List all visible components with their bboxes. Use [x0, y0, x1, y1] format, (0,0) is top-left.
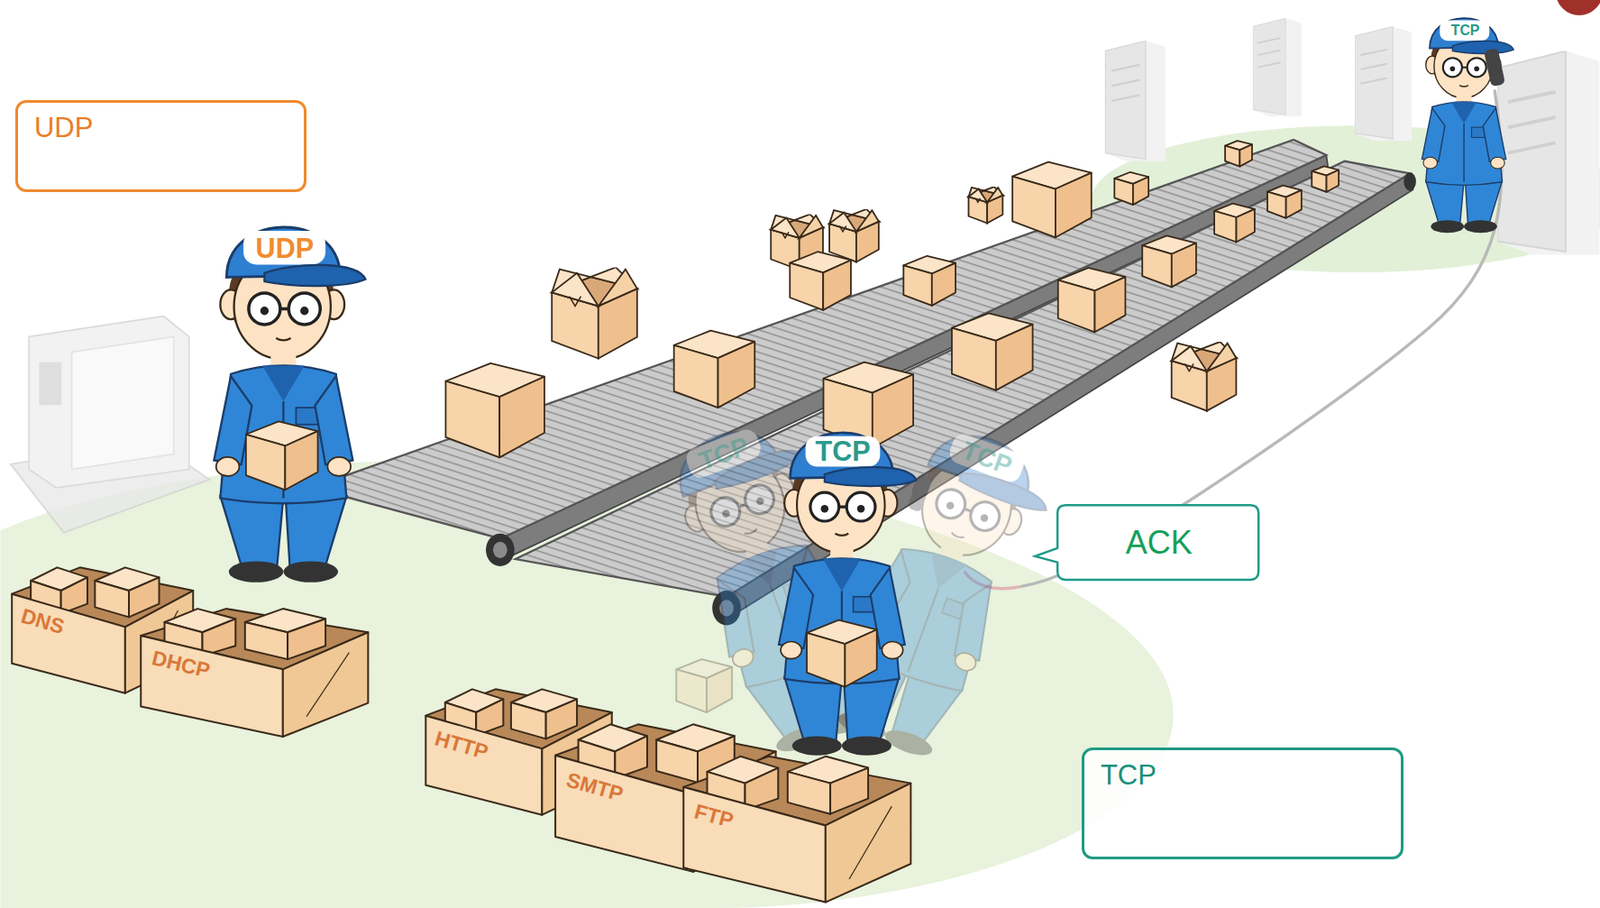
cap-label: TCP: [694, 429, 752, 476]
computer: [10, 316, 211, 533]
receiver-worker: [1422, 18, 1515, 233]
packet: [1114, 172, 1149, 205]
open-packet: [551, 266, 638, 358]
crate-packet: [94, 580, 129, 617]
crate-packet: [787, 771, 831, 814]
belt-roller-hub: [493, 541, 508, 558]
open-packet: [829, 209, 879, 262]
packet: [1012, 162, 1092, 238]
packet: [1225, 140, 1253, 167]
protocol-name: TCP: [1100, 758, 1157, 792]
crate-front: [683, 786, 826, 903]
protocol-name: ACK: [1057, 502, 1261, 582]
protocol-crate: FTP: [678, 713, 916, 906]
crate-front: [425, 715, 542, 815]
packet: [1142, 235, 1197, 287]
protocol-box: TCP: [1081, 747, 1404, 860]
monitor: [28, 316, 190, 488]
crate-highlight: [306, 652, 349, 717]
ground: [0, 125, 1600, 908]
server: [1105, 40, 1166, 162]
worker: [778, 432, 917, 756]
crate-packet: [475, 699, 503, 736]
screen: [72, 336, 174, 469]
protocol-name: UDP: [34, 111, 93, 145]
dropped-packet: [1171, 341, 1237, 412]
crate-side: [282, 631, 368, 737]
phone-cord: [964, 90, 1502, 589]
crate-packet: [744, 768, 778, 811]
crate-packet: [201, 618, 236, 656]
crate-front: [140, 635, 284, 737]
corner-badge: [1554, 0, 1600, 17]
crate-front: [555, 755, 694, 872]
phone-receiver: [1483, 47, 1506, 87]
open-packet: [969, 186, 1004, 223]
cap-label: TCP: [814, 435, 870, 467]
cap-label: TCP: [957, 435, 1015, 481]
crate-highlight: [849, 806, 892, 880]
speech-bubble: ACK: [1033, 502, 1261, 582]
crate-packet: [656, 740, 698, 783]
keypad: [38, 362, 62, 406]
protocol-crate: DHCP: [136, 571, 374, 741]
server: [1354, 26, 1412, 141]
protocol-box: UDP: [15, 100, 307, 192]
crate-packet: [244, 621, 287, 659]
cap-label: TCP: [1451, 22, 1481, 39]
packet: [1267, 185, 1302, 219]
packet: [445, 363, 545, 458]
packet: [789, 251, 851, 311]
packet: [1214, 203, 1255, 243]
packets-lower: [823, 165, 1340, 448]
udp-worker: [213, 227, 366, 583]
packet: [246, 420, 319, 490]
packet: [676, 658, 732, 713]
belt-roller: [485, 533, 515, 567]
cap-label: UDP: [256, 232, 315, 265]
belt-roller: [1403, 172, 1417, 191]
server: [1252, 18, 1302, 117]
crate-packet: [615, 735, 649, 778]
packet: [806, 620, 878, 687]
crate-side: [825, 783, 912, 903]
packet: [674, 330, 756, 409]
server: [1497, 51, 1600, 256]
belt-side: [726, 173, 1413, 619]
worker: [213, 227, 366, 583]
crate-packet: [61, 576, 88, 613]
crate-packet: [510, 702, 546, 739]
crate-front: [11, 593, 126, 693]
belt-side: [500, 155, 1329, 561]
packet: [1311, 165, 1339, 192]
worker: [1422, 18, 1515, 233]
tcp-worker: [778, 432, 917, 756]
packet: [903, 256, 956, 306]
packet: [1058, 267, 1126, 332]
packet: [951, 312, 1034, 391]
